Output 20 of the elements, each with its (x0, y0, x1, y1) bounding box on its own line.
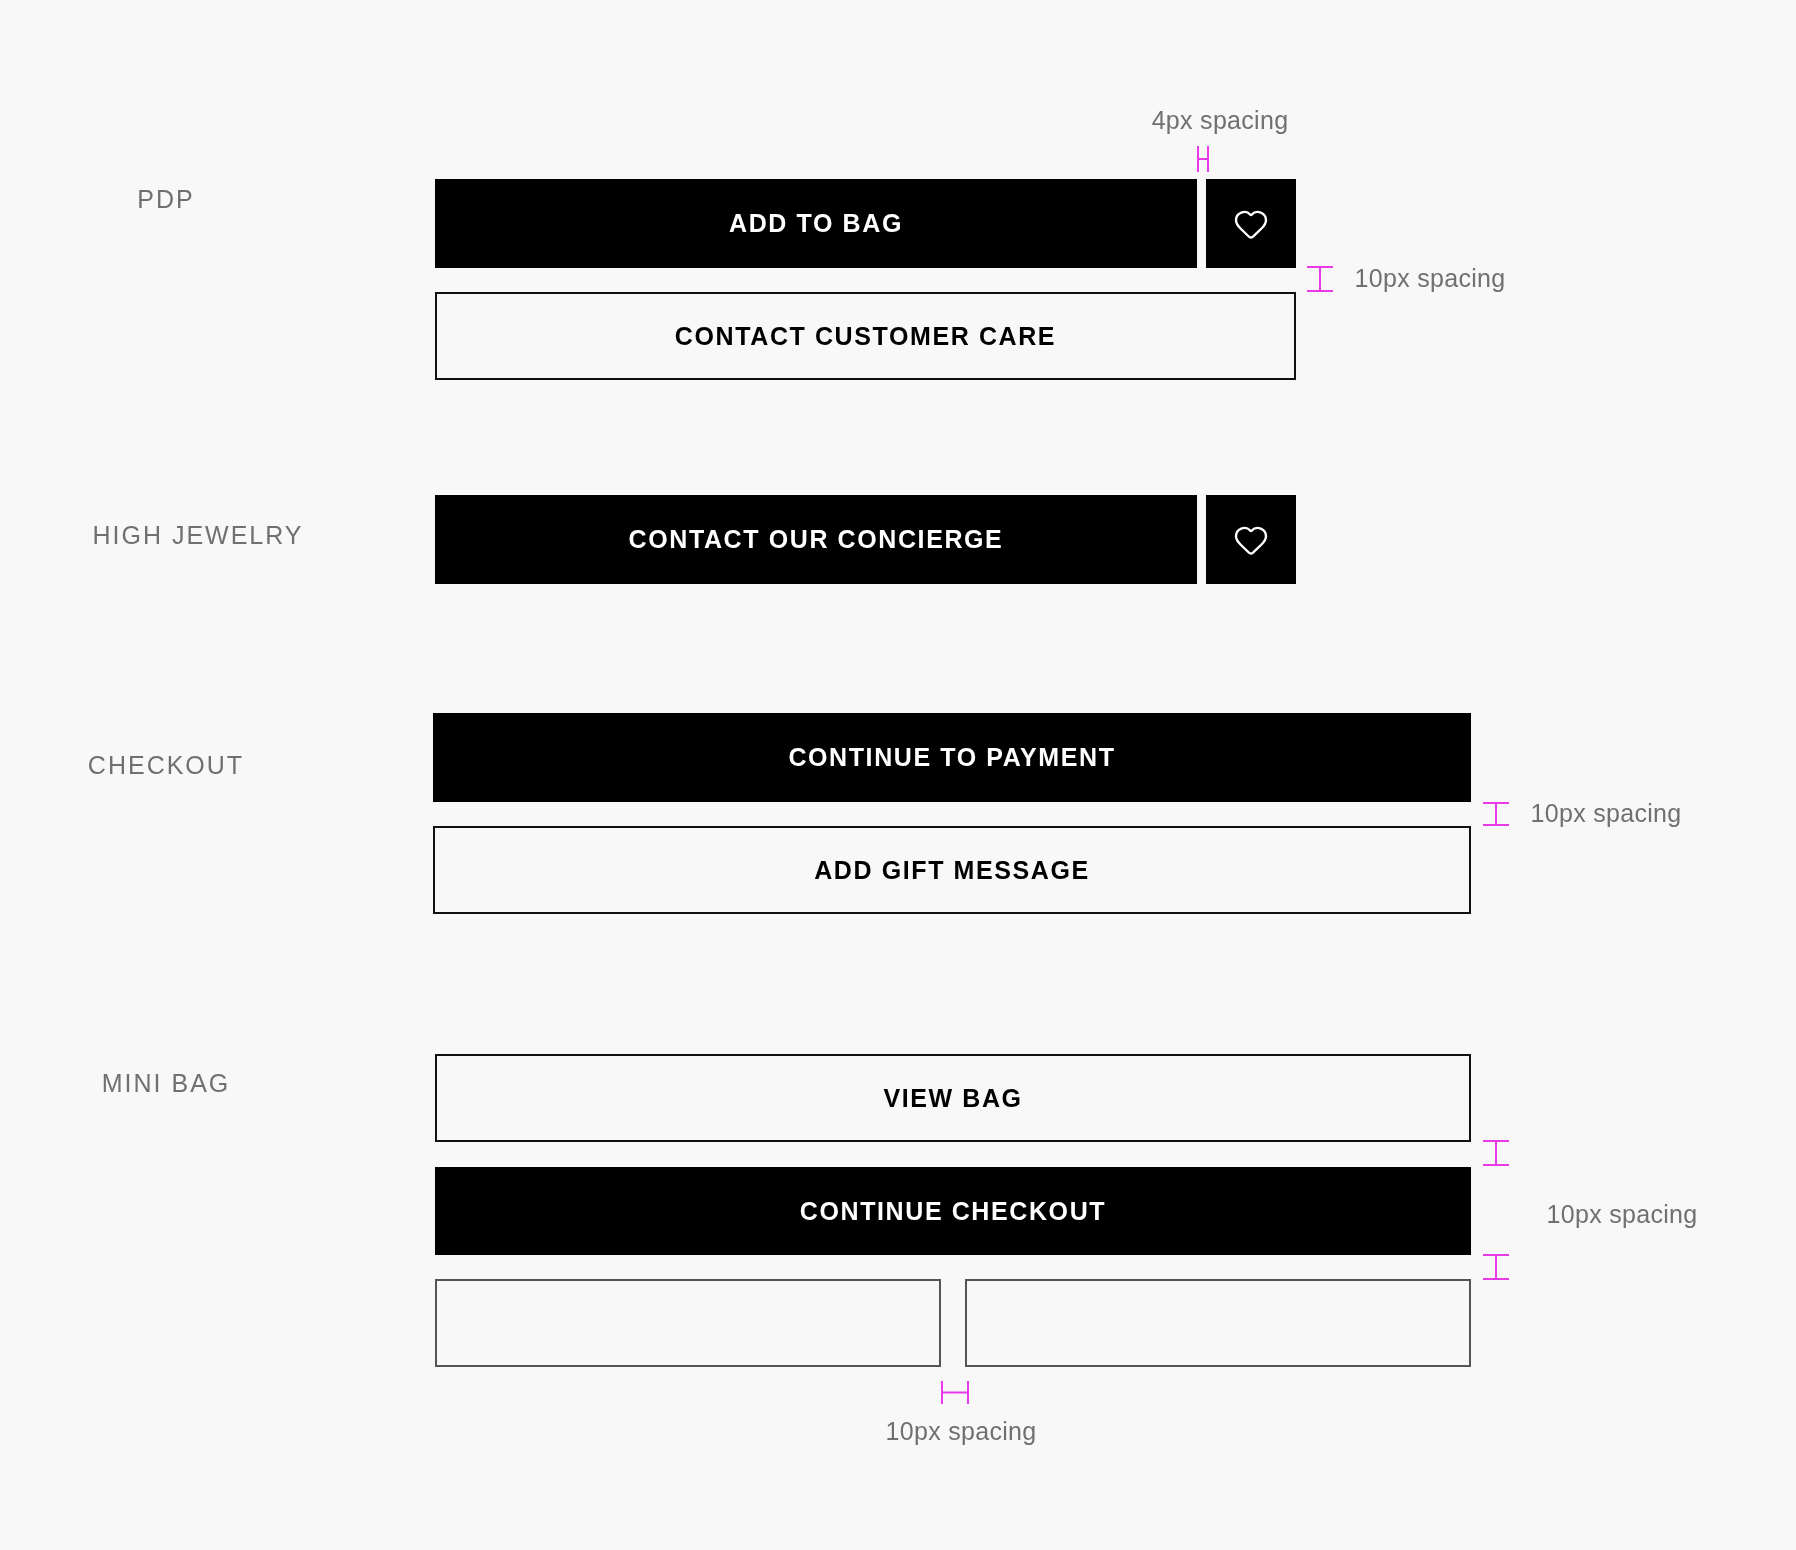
section-label: CHECKOUT (87, 750, 245, 780)
payment-button (435, 1279, 941, 1367)
wishlist-button (1206, 179, 1296, 268)
spacing-label: 10px spacing (1354, 263, 1506, 293)
section-label: HIGH JEWELRY (92, 520, 304, 550)
continue-checkout-button: CONTINUE CHECKOUT (435, 1167, 1471, 1255)
section-label: PDP (137, 184, 195, 214)
contact-button: CONTACT CUSTOMER CARE (435, 292, 1296, 380)
spacing-label: 10px spacing (1530, 798, 1682, 828)
continue-to-payment-button: CONTINUE TO PAYMENT (433, 713, 1471, 802)
section-label: MINI BAG (101, 1068, 231, 1098)
spacing-label: 4px spacing (1151, 105, 1289, 135)
view-bag-button: VIEW BAG (435, 1054, 1471, 1142)
wishlist-button (1206, 495, 1296, 584)
spacing-label: 10px spacing (1546, 1199, 1698, 1229)
spacing-label: 10px spacing (885, 1416, 1037, 1446)
gift-message-button: ADD GIFT MESSAGE (433, 826, 1471, 914)
concierge-button: CONTACT OUR CONCIERGE (435, 495, 1197, 584)
add-to-bag-button: ADD TO BAG (435, 179, 1197, 268)
payment-button (965, 1279, 1471, 1367)
